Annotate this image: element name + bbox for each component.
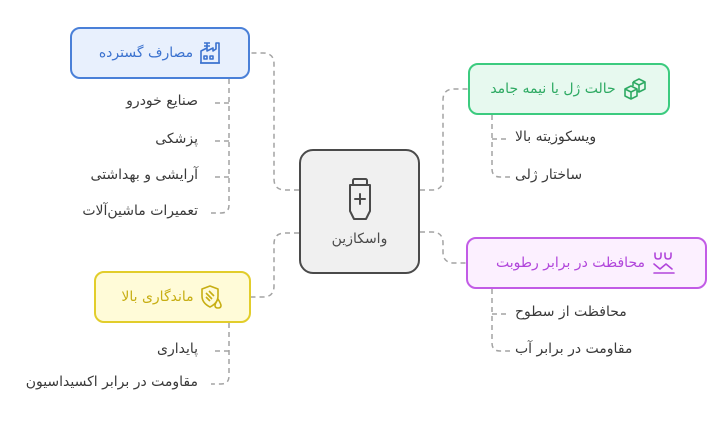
branch-gel-state: حالت ژل یا نیمه جامد	[468, 63, 670, 115]
list-item: آرایشی و بهداشتی	[90, 167, 198, 183]
branch-moisture: محافظت در برابر رطوبت	[466, 237, 707, 289]
list-item: مقاومت در برابر اکسیداسیون	[25, 374, 198, 390]
link-durability-items	[211, 323, 230, 385]
link-gel-items	[491, 115, 510, 178]
list-item: محافظت از سطوح	[515, 304, 627, 320]
branch-durability: ماندگاری بالا	[94, 271, 251, 323]
list-item: ویسکوزیته بالا	[515, 129, 597, 145]
link-center-applications	[250, 52, 299, 191]
cubes-icon	[622, 77, 648, 101]
branch-durability-label: ماندگاری بالا	[121, 289, 194, 305]
center-label: واسکازین	[331, 230, 388, 247]
link-moisture-items	[491, 289, 510, 352]
list-item: مقاومت در برابر آب	[515, 341, 633, 357]
list-item: پایداری	[156, 341, 198, 357]
list-item: صنایع خودرو	[126, 93, 198, 109]
branch-moisture-label: محافظت در برابر رطوبت	[496, 255, 645, 271]
link-center-gel	[420, 88, 468, 191]
branch-applications: مصارف گسترده	[70, 27, 250, 79]
list-item: ساختار ژلی	[515, 167, 583, 183]
list-item: پزشکی	[155, 131, 198, 147]
shield-icon	[200, 284, 224, 310]
branch-gel-state-label: حالت ژل یا نیمه جامد	[490, 81, 616, 97]
branch-applications-label: مصارف گسترده	[98, 45, 194, 61]
center-node: واسکازین	[299, 149, 420, 274]
link-applications-items	[211, 79, 230, 214]
list-item: تعمیرات ماشین‌آلات	[82, 203, 198, 219]
water-icon	[651, 250, 677, 276]
factory-icon	[199, 41, 221, 65]
link-center-moisture	[420, 231, 466, 264]
link-center-durability	[251, 232, 299, 298]
tube-icon	[345, 177, 375, 223]
